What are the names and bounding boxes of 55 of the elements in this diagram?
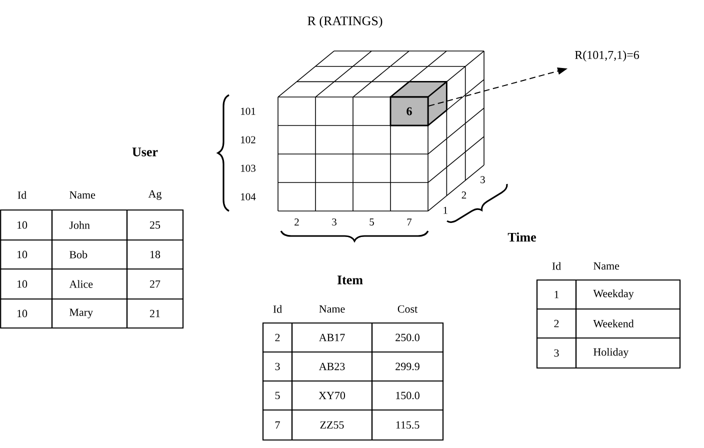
column-header: Name [319, 305, 345, 313]
row-label: 102 [241, 136, 256, 144]
table-cell: 10 [0, 298, 53, 329]
table-cell: 5 [262, 380, 293, 411]
table-cell: 2 [262, 322, 293, 353]
column-header: Id [273, 305, 282, 313]
table-cell: 1 [536, 279, 577, 310]
row-label: 103 [241, 164, 256, 172]
table-cell: AB17 [291, 322, 373, 353]
column-label: 3 [332, 218, 336, 226]
table-cell: Holiday [575, 337, 681, 369]
table-cell: 10 [0, 239, 53, 270]
table-cell: 10 [0, 209, 53, 241]
column-label: 5 [370, 218, 374, 226]
table-cell: 27 [126, 268, 184, 300]
table-cell: Bob [51, 239, 128, 270]
depth-label: 3 [480, 176, 485, 184]
table-cell: John [51, 209, 128, 241]
column-header: Name [594, 262, 620, 270]
table-cell: 3 [536, 337, 577, 369]
table-cell: 10 [0, 268, 53, 300]
column-label: 2 [294, 218, 299, 226]
table-cell: 18 [126, 239, 184, 270]
table-cell: ZZ55 [291, 409, 373, 441]
table-cell: 21 [126, 298, 184, 329]
table-cell: Alice [51, 268, 128, 300]
table-cell: Mary [51, 298, 128, 329]
axis-title: User [132, 148, 158, 156]
highlighted-cell: 6 [390, 80, 448, 126]
table-cell: 2 [536, 308, 577, 339]
table-cell: 115.5 [371, 409, 444, 441]
table-cell: 25 [126, 209, 184, 241]
column-header: Id [552, 262, 561, 270]
table-cell: 3 [262, 351, 293, 382]
depth-label: 1 [444, 206, 448, 214]
row-label: 101 [241, 108, 256, 115]
diagram-title: R (RATINGS) [308, 16, 382, 28]
column-header: Ag [148, 190, 162, 200]
depth-label: 2 [462, 192, 466, 198]
value-label: R(101,7,1)=6 [574, 50, 640, 62]
axis-title: Time [508, 232, 536, 242]
table-cell: 299.9 [371, 351, 444, 382]
row-label: 104 [241, 193, 256, 200]
column-header: Cost [398, 305, 418, 313]
table-cell: Weekday [575, 279, 681, 310]
column-header: Name [70, 191, 96, 199]
table-cell: 250.0 [371, 322, 444, 353]
table-cell: AB23 [291, 351, 373, 382]
table-cell: Weekend [575, 308, 681, 339]
table-cell: 150.0 [371, 380, 444, 411]
column-header: Id [18, 191, 26, 199]
table-cell: XY70 [291, 380, 373, 411]
column-label: 7 [407, 218, 412, 226]
table-cell: 7 [262, 409, 293, 441]
axis-title: Item [337, 276, 363, 284]
